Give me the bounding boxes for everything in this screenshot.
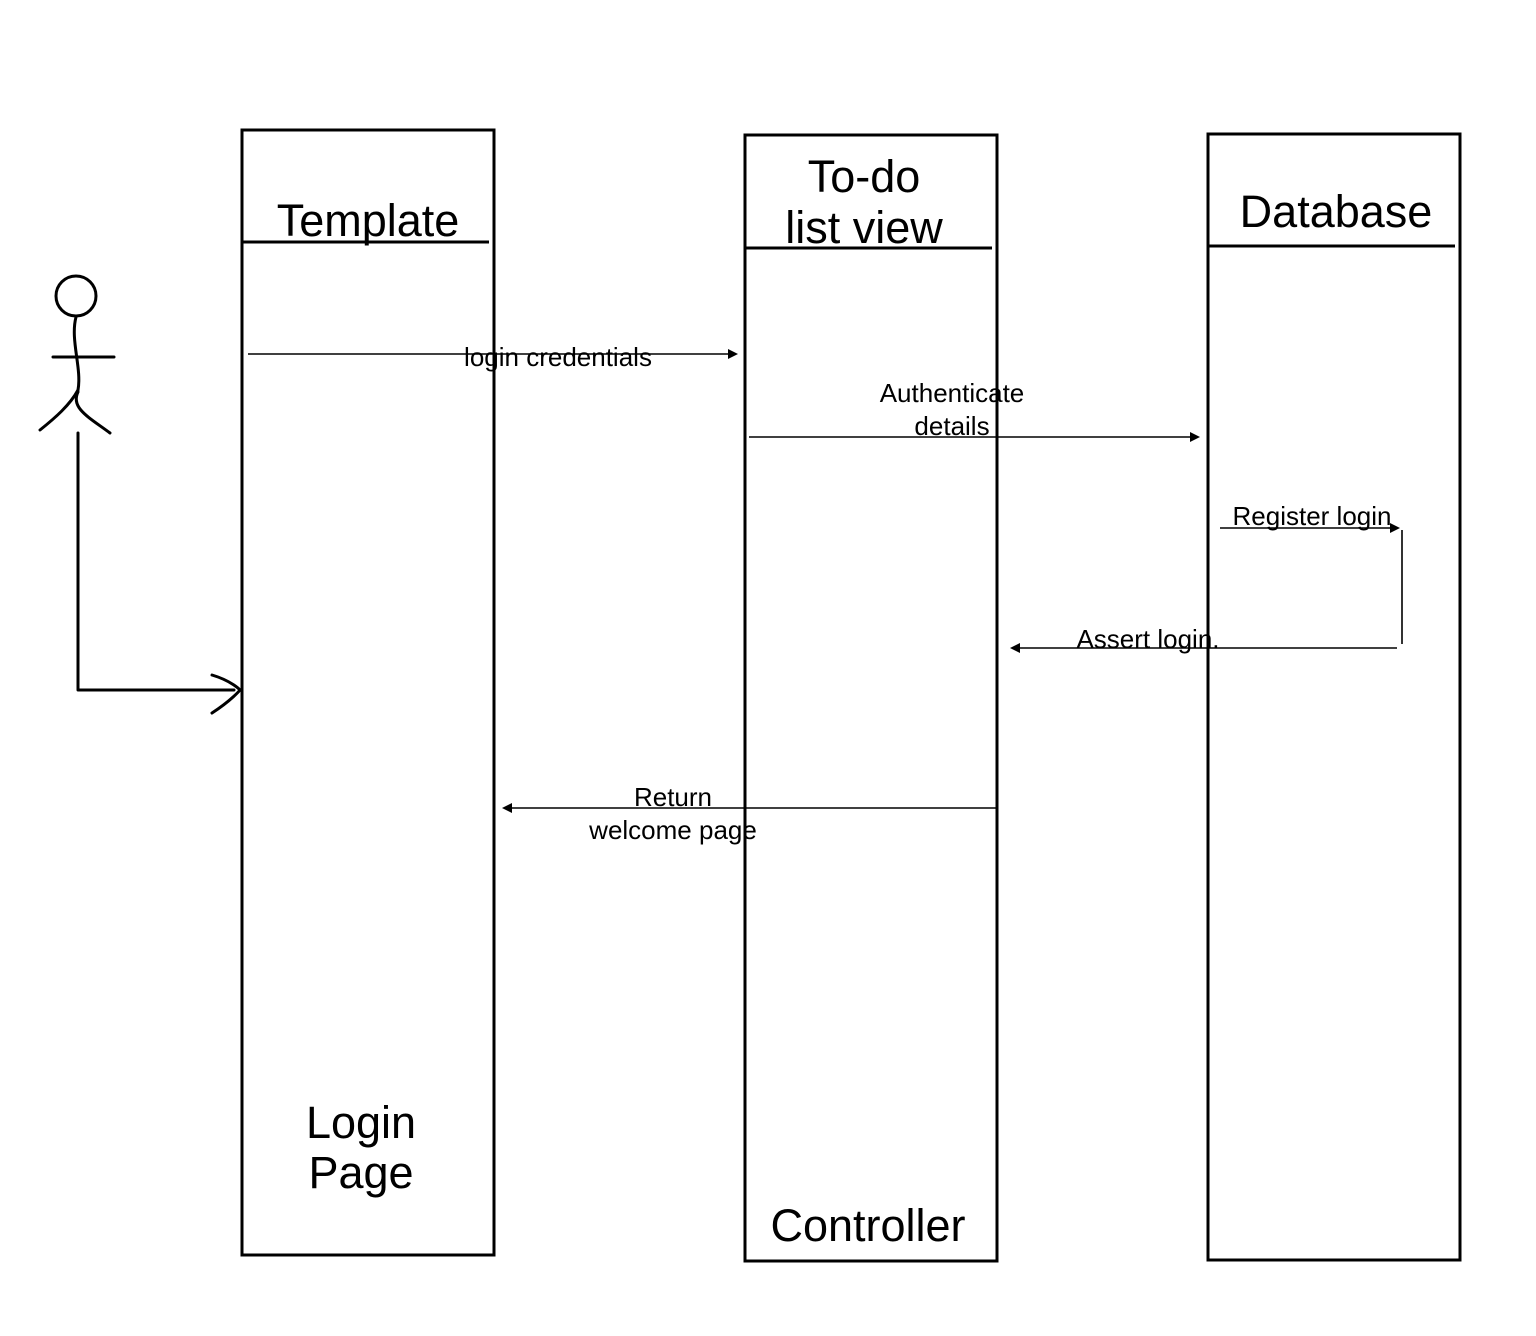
lifeline-todo: To-do list view Controller	[743, 133, 999, 1263]
lifeline-todo-box	[743, 133, 999, 1263]
lifeline-template-footer-line-2: Page	[308, 1147, 413, 1198]
lifeline-database-box	[1206, 132, 1462, 1262]
message-register-login-arrowhead	[1390, 523, 1400, 533]
lifeline-todo-footer: Controller	[770, 1200, 965, 1251]
actor-connector-line	[76, 431, 236, 692]
lifeline-todo-title-line-2: list view	[785, 202, 943, 253]
lifeline-template-footer-line-1: Login	[306, 1097, 416, 1148]
lifeline-template-title: Template	[277, 195, 460, 246]
message-authenticate-details-label-line-2: details	[914, 411, 989, 441]
message-return-welcome: Return welcome page	[502, 782, 997, 845]
message-return-welcome-label-line-1: Return	[634, 782, 712, 812]
message-assert-login-label: Assert login.	[1076, 624, 1219, 654]
message-register-login: Register login	[1220, 501, 1403, 644]
message-login-credentials-label: login credentials	[464, 342, 652, 372]
message-return-welcome-label-line-2: welcome page	[588, 815, 757, 845]
lifeline-database: Database	[1206, 132, 1462, 1262]
message-register-login-label: Register login	[1233, 501, 1392, 531]
lifeline-template-box	[240, 128, 496, 1257]
message-assert-login-arrowhead	[1010, 643, 1020, 653]
message-login-credentials-arrowhead	[728, 349, 738, 359]
lifeline-todo-title-line-1: To-do	[808, 151, 921, 202]
message-authenticate-details: Authenticate details	[749, 378, 1200, 442]
message-authenticate-details-arrowhead	[1190, 432, 1200, 442]
lifeline-database-title: Database	[1240, 186, 1433, 237]
message-login-credentials: login credentials	[248, 342, 738, 372]
lifeline-template: Template Login Page	[240, 128, 496, 1257]
actor-arrowhead	[210, 673, 242, 715]
message-authenticate-details-label-line-1: Authenticate	[880, 378, 1025, 408]
message-return-welcome-arrowhead	[502, 803, 512, 813]
actor-stick-figure-icon	[38, 274, 116, 435]
message-assert-login: Assert login.	[1010, 624, 1397, 654]
